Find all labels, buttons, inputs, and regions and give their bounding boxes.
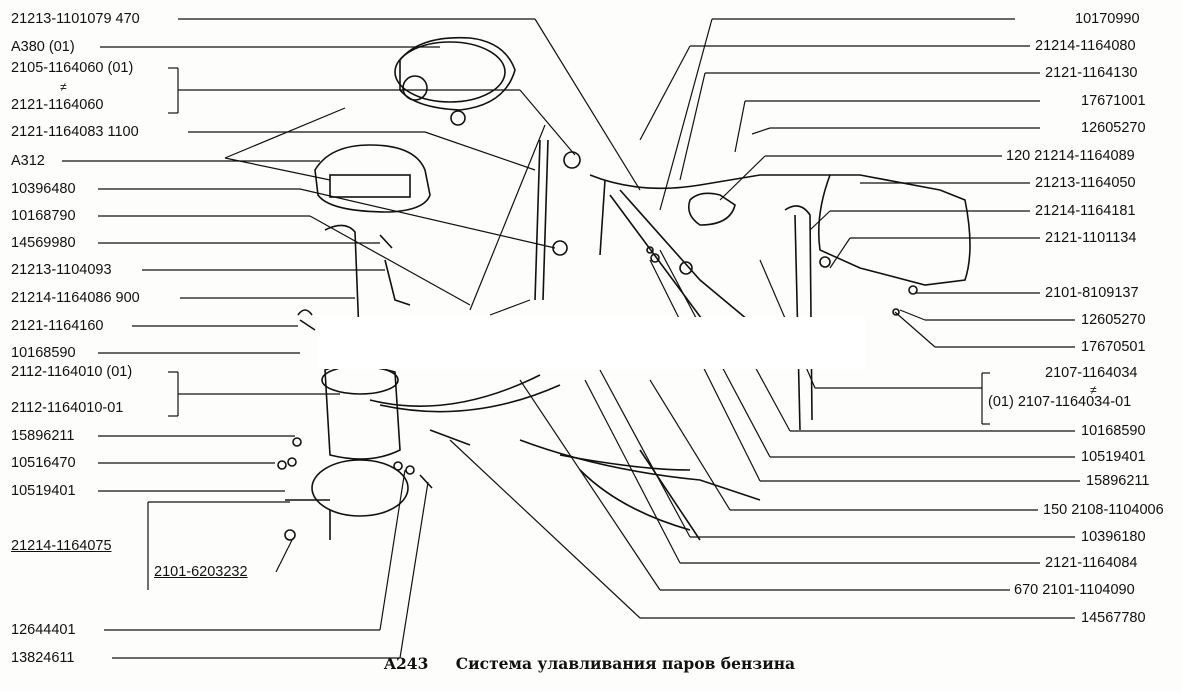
part-label-left: 13824611 (11, 650, 75, 666)
part-label-right: 2101-8109137 (1045, 285, 1139, 301)
part-label-right: 15896211 (1086, 473, 1150, 489)
schematic-parts (277, 36, 971, 541)
not-equal-mark: ≠ (60, 80, 67, 94)
part-label-left: 12644401 (11, 622, 76, 638)
part-label-right: 10396180 (1081, 529, 1146, 545)
part-label-left: 2121-1164060 (11, 97, 104, 113)
part-label-right: 120 21214-1164089 (1006, 148, 1135, 164)
figure-title: Система улавливания паров бензина (455, 654, 796, 673)
part-label-right: 10168590 (1081, 423, 1146, 439)
part-label-left: 10168790 (11, 208, 76, 224)
leader-lines (62, 18, 1080, 659)
part-label-left: A380 (01) (11, 39, 75, 55)
part-label-left-assembly: 21214-1164075 (11, 538, 112, 554)
part-label-right: (01) 2107-1164034-01 (988, 394, 1132, 410)
part-label-right: 670 2101-1104090 (1014, 582, 1135, 598)
part-label-left: 10168590 (11, 345, 76, 361)
part-label-left: 21214-1164086 900 (11, 290, 140, 306)
part-label-left: 15896211 (11, 428, 75, 444)
part-label-left: 2112-1164010 (01) (11, 364, 133, 380)
part-label-right: 21214-1164181 (1035, 203, 1136, 219)
part-label-right: 2107-1164034 (1045, 365, 1138, 381)
part-label-left: 10519401 (11, 483, 76, 499)
part-label-right: 14567780 (1081, 610, 1146, 626)
part-label-right: 21213-1164050 (1035, 175, 1136, 191)
blank-redaction-area (317, 317, 865, 369)
part-label-left: 21213-1104093 (11, 262, 112, 278)
part-label-left: 14569980 (11, 235, 76, 251)
part-label-right: 12605270 (1081, 312, 1146, 328)
part-label-left: 2105-1164060 (01) (11, 60, 134, 76)
part-label-right: 2121-1101134 (1045, 230, 1137, 246)
part-label-right: 150 2108-1104006 (1043, 502, 1164, 518)
figure-caption: A243 Система улавливания паров бензина (384, 654, 795, 673)
figure-code: A243 (384, 654, 429, 673)
part-label-left: 21213-1101079 470 (11, 11, 140, 27)
part-label-right: 12605270 (1081, 120, 1146, 136)
part-label-right: 2121-1164084 (1045, 555, 1138, 571)
part-label-left: 2112-1164010-01 (11, 400, 124, 416)
part-label-right: 17670501 (1081, 339, 1146, 355)
part-label-left: 2101-6203232 (154, 564, 248, 580)
part-label-right: 2121-1164130 (1045, 65, 1138, 81)
part-label-left: 10516470 (11, 455, 76, 471)
part-label-left: 2121-1164083 1100 (11, 124, 139, 140)
part-label-right: 21214-1164080 (1035, 38, 1136, 54)
part-label-left: 2121-1164160 (11, 318, 104, 334)
part-label-right: 17671001 (1081, 93, 1146, 109)
part-label-left: A312 (11, 153, 45, 169)
not-equal-mark: ≠ (1090, 383, 1097, 397)
part-label-right: 10519401 (1081, 449, 1146, 465)
part-label-right: 10170990 (1075, 11, 1140, 27)
part-label-left: 10396480 (11, 181, 76, 197)
